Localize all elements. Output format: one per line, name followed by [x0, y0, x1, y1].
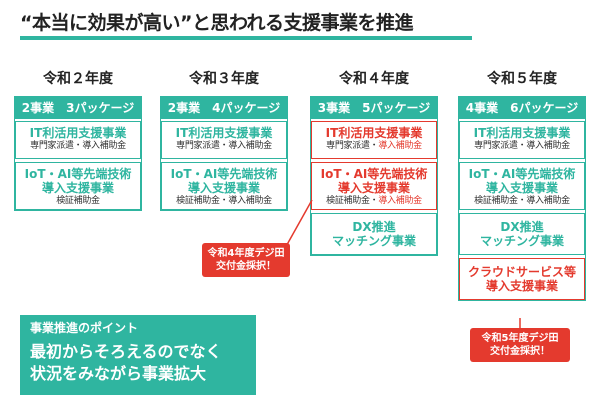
card-it-support: IT利活用支援事業 専門家派遣・導入補助金: [311, 121, 437, 159]
card-title: DX推進 マッチング事業: [479, 220, 564, 248]
year-label: 令和３年度: [189, 71, 259, 87]
column-r4: 令和４年度 3事業 5パッケージ IT利活用支援事業 専門家派遣・導入補助金 I…: [310, 68, 438, 256]
callout-r4-adopted: 令和4年度デジ田 交付金採択！: [202, 243, 290, 277]
package-header: 4事業 6パッケージ: [458, 96, 586, 118]
card-iot-ai: IoT・AI等先端技術 導入支援事業 検証補助金・導入補助金: [459, 162, 585, 210]
card-sub: 専門家派遣・導入補助金: [30, 141, 126, 151]
package-header: 2事業 4パッケージ: [160, 96, 288, 118]
card-sub: 専門家派遣・導入補助金: [474, 141, 570, 151]
card-sub: 検証補助金・導入補助金: [176, 196, 272, 206]
package-header: 3事業 5パッケージ: [310, 96, 438, 118]
package-header: 2事業 3パッケージ: [14, 96, 142, 118]
year-label: 令和４年度: [339, 71, 409, 87]
card-sub: 検証補助金・導入補助金: [326, 196, 422, 206]
card-it-support: IT利活用支援事業 専門家派遣・導入補助金: [15, 121, 141, 159]
card-iot-ai: IoT・AI等先端技術 導入支援事業 検証補助金・導入補助金: [161, 162, 287, 210]
panel-line-1: 最初からそろえるのでなく: [30, 342, 222, 361]
card-title: IoT・AI等先端技術 導入支援事業: [24, 167, 132, 195]
card-title: IT利活用支援事業: [29, 126, 127, 140]
card-iot-ai: IoT・AI等先端技術 導入支援事業 検証補助金・導入補助金: [311, 162, 437, 210]
project-box: IT利活用支援事業 専門家派遣・導入補助金 IoT・AI等先端技術 導入支援事業…: [14, 118, 142, 211]
card-sub: 検証補助金: [56, 196, 100, 206]
column-r5: 令和５年度 4事業 6パッケージ IT利活用支援事業 専門家派遣・導入補助金 I…: [458, 68, 586, 301]
card-title: クラウドサービス等 導入支援事業: [467, 265, 576, 293]
title-underline: [20, 36, 472, 40]
project-box: IT利活用支援事業 専門家派遣・導入補助金 IoT・AI等先端技術 導入支援事業…: [310, 118, 438, 256]
project-box: IT利活用支援事業 専門家派遣・導入補助金 IoT・AI等先端技術 導入支援事業…: [160, 118, 288, 211]
card-iot-ai: IoT・AI等先端技術 導入支援事業 検証補助金: [15, 162, 141, 210]
year-label: 令和２年度: [43, 71, 113, 87]
card-it-support: IT利活用支援事業 専門家派遣・導入補助金: [459, 121, 585, 159]
card-cloud-service: クラウドサービス等 導入支援事業: [459, 258, 585, 300]
point-panel: 事業推進のポイント 最初からそろえるのでなく 状況をみながら事業拡大: [20, 315, 256, 395]
card-title: IT利活用支援事業: [325, 126, 423, 140]
card-sub: 専門家派遣・導入補助金: [326, 141, 422, 151]
card-title: IT利活用支援事業: [175, 126, 273, 140]
card-dx-matching: DX推進 マッチング事業: [459, 213, 585, 255]
panel-label: 事業推進のポイント: [30, 321, 139, 335]
card-sub: 検証補助金・導入補助金: [474, 196, 570, 206]
card-title: DX推進 マッチング事業: [331, 220, 416, 248]
panel-line-2: 状況をみながら事業拡大: [30, 364, 207, 383]
card-it-support: IT利活用支援事業 専門家派遣・導入補助金: [161, 121, 287, 159]
card-title: IT利活用支援事業: [473, 126, 571, 140]
panel-text: 最初からそろえるのでなく 状況をみながら事業拡大: [30, 341, 222, 385]
project-box: IT利活用支援事業 専門家派遣・導入補助金 IoT・AI等先端技術 導入支援事業…: [458, 118, 586, 301]
card-title: IoT・AI等先端技術 導入支援事業: [170, 167, 278, 195]
card-sub: 専門家派遣・導入補助金: [176, 141, 272, 151]
year-label: 令和５年度: [487, 71, 557, 87]
card-title: IoT・AI等先端技術 導入支援事業: [320, 167, 428, 195]
callout-r5-adopted: 令和5年度デジ田 交付金採択！: [470, 328, 570, 362]
card-dx-matching: DX推進 マッチング事業: [311, 213, 437, 255]
page-title: “本当に効果が高い”と思われる支援事業を推進: [20, 12, 414, 34]
column-r2: 令和２年度 2事業 3パッケージ IT利活用支援事業 専門家派遣・導入補助金 I…: [14, 68, 142, 211]
card-title: IoT・AI等先端技術 導入支援事業: [468, 167, 576, 195]
column-r3: 令和３年度 2事業 4パッケージ IT利活用支援事業 専門家派遣・導入補助金 I…: [160, 68, 288, 211]
